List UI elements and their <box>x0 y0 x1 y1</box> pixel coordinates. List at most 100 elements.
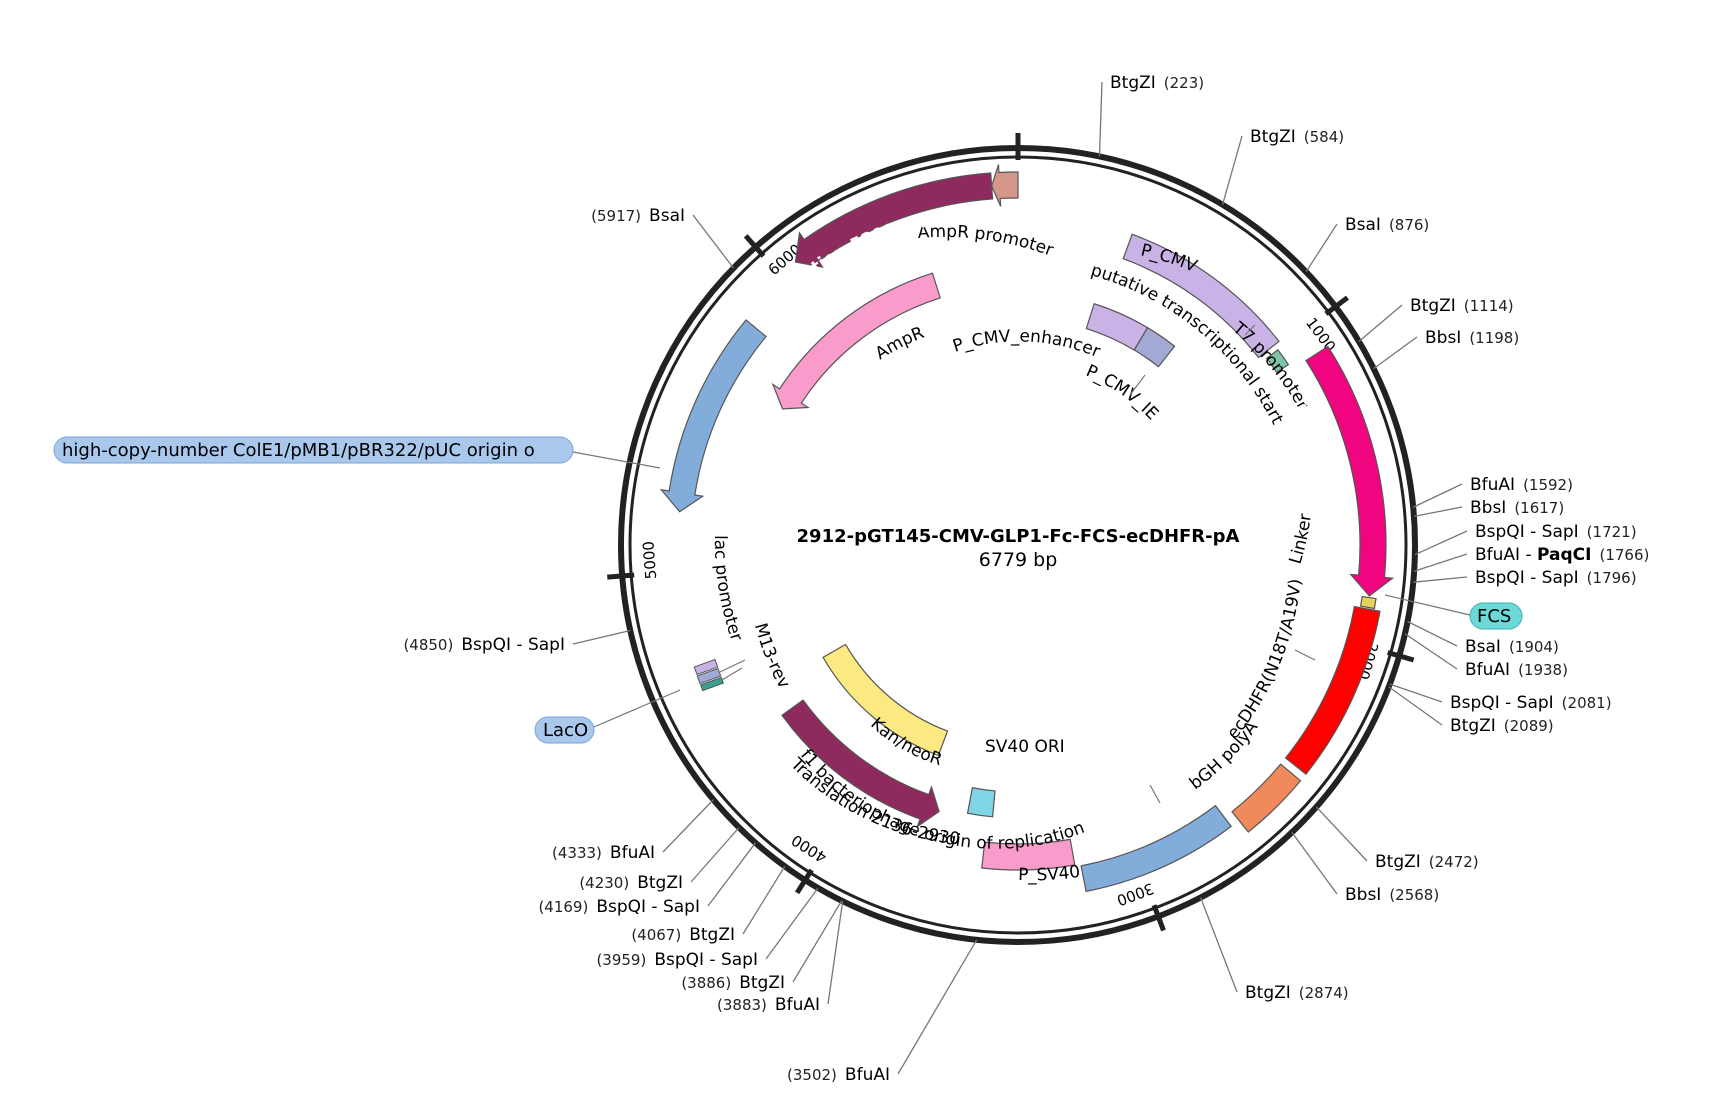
site-leader <box>1413 576 1468 583</box>
restriction-site-label[interactable]: BfuAI - PaqCI(1766) <box>1475 545 1649 565</box>
site-leader <box>1413 553 1468 572</box>
feature-arc <box>659 319 767 513</box>
site-leader <box>707 842 757 907</box>
site-leader <box>1404 633 1458 670</box>
site-leader <box>1315 806 1368 862</box>
t7-leader <box>1244 324 1256 336</box>
restriction-site-label[interactable]: BspQI - SapI(2081) <box>1450 693 1612 713</box>
site-leader <box>1098 81 1103 157</box>
feature-arc <box>1080 804 1233 893</box>
feature-arc <box>966 787 996 818</box>
feature-arc <box>771 272 941 410</box>
restriction-site-label[interactable]: BbsI(1198) <box>1425 328 1519 348</box>
site-leader <box>827 901 844 1005</box>
restriction-site-label[interactable]: (5917)BsaI <box>591 206 685 226</box>
feature-arc <box>1359 595 1377 610</box>
feature-arc <box>1122 233 1280 359</box>
tick-mark <box>795 868 814 895</box>
label-sv40-ori: SV40 ORI <box>985 737 1065 757</box>
m13-leader <box>719 659 746 673</box>
restriction-site-label[interactable]: BtgZI(584) <box>1250 127 1344 147</box>
restriction-site-label[interactable]: BbsI(1617) <box>1470 498 1564 518</box>
restriction-site-label[interactable]: (3883)BfuAI <box>717 995 820 1015</box>
feature-arc <box>1133 326 1176 368</box>
lac-promoter-leader <box>721 667 743 681</box>
feature-arc <box>1305 345 1395 597</box>
restriction-site-label[interactable]: BtgZI(2089) <box>1450 716 1554 736</box>
laco-tag[interactable]: LacO <box>534 689 681 744</box>
label-lac-promoter: lac promoter <box>710 535 746 644</box>
site-leader <box>1413 506 1463 518</box>
tick-mark <box>607 572 635 580</box>
ori-tag-text: high-copy-number ColE1/pMB1/pBR322/pUC o… <box>62 440 535 461</box>
feature-arc <box>794 172 994 269</box>
site-leader <box>690 827 740 883</box>
site-leader <box>742 865 786 935</box>
site-leader <box>792 900 843 983</box>
label-p-cmv-enhancer: P_CMV_enhancer <box>950 326 1102 362</box>
site-leader <box>572 629 631 645</box>
plasmid-title: 2912-pGT145-CMV-GLP1-Fc-FCS-ecDHFR-pA <box>797 526 1240 547</box>
site-leader <box>1389 683 1443 703</box>
restriction-site-label[interactable]: BtgZI(223) <box>1110 73 1204 93</box>
tss-leader <box>1129 374 1146 396</box>
site-leader-lines <box>572 81 1468 1075</box>
plasmid-length: 6779 bp <box>979 549 1058 571</box>
feature-arc <box>822 643 949 757</box>
feature-arc <box>1231 763 1302 833</box>
restriction-site-label[interactable]: (4230)BtgZI <box>579 873 683 893</box>
site-leader <box>1305 223 1338 273</box>
site-leader <box>1291 831 1338 895</box>
feature-arc <box>781 699 940 829</box>
restriction-site-label[interactable]: BsaI(876) <box>1345 215 1429 235</box>
feature-arc <box>1265 349 1290 374</box>
restriction-site-label[interactable]: BtgZI(1114) <box>1410 296 1514 316</box>
site-leader <box>1388 686 1443 726</box>
restriction-site-label[interactable]: (4169)BspQI - SapI <box>538 897 700 917</box>
restriction-site-label[interactable]: BtgZI(2874) <box>1245 983 1349 1003</box>
label-ecdhfr: ecDHFR(N18T/A19V) <box>1223 578 1306 743</box>
site-leader <box>1221 135 1243 205</box>
lac-markers <box>693 658 725 692</box>
restriction-site-label[interactable]: BfuAI(1592) <box>1470 475 1573 495</box>
tick-mark <box>1151 904 1166 932</box>
site-leader <box>1358 304 1403 342</box>
tick-label: 5000 <box>639 540 660 579</box>
feature-arcs <box>659 164 1395 893</box>
laco-tag-text: LacO <box>543 720 588 741</box>
tick-label: 3000 <box>1114 879 1156 909</box>
fcs-tag[interactable]: FCS <box>1384 594 1523 630</box>
site-leader <box>1414 530 1468 556</box>
restriction-site-label[interactable]: (4067)BtgZI <box>631 925 735 945</box>
restriction-site-label[interactable]: BtgZI(2472) <box>1375 852 1479 872</box>
site-leader <box>662 799 714 853</box>
site-leader <box>1199 897 1238 993</box>
restriction-site-label[interactable]: BsaI(1904) <box>1465 637 1559 657</box>
ori-tag[interactable]: high-copy-number ColE1/pMB1/pBR322/pUC o… <box>53 436 661 469</box>
restriction-site-label[interactable]: BspQI - SapI(1721) <box>1475 522 1637 542</box>
restriction-site-label[interactable]: (3959)BspQI - SapI <box>596 950 758 970</box>
label-m13-rev: M13-rev <box>750 621 794 692</box>
site-leader <box>1373 336 1418 370</box>
feature-arc <box>1284 605 1381 776</box>
tick-mark <box>1386 650 1415 663</box>
restriction-site-label[interactable]: (3502)BfuAI <box>787 1065 890 1085</box>
ecdhfr-leader <box>1294 649 1316 661</box>
site-leader <box>692 214 735 269</box>
site-leader <box>1412 483 1463 508</box>
fcs-tag-text: FCS <box>1477 606 1511 627</box>
restriction-site-label[interactable]: (4333)BfuAI <box>552 843 655 863</box>
restriction-site-label[interactable]: BspQI - SapI(1796) <box>1475 568 1637 588</box>
restriction-site-label[interactable]: (3886)BtgZI <box>681 973 785 993</box>
label-bgh-polya: bGH polyA <box>1186 717 1262 794</box>
label-p-cmv-ie: P_CMV_IE <box>1083 361 1162 424</box>
restriction-site-label[interactable]: BfuAI(1938) <box>1465 660 1568 680</box>
feature-arc <box>991 164 1019 207</box>
restriction-site-label[interactable]: (4850)BspQI - SapI <box>403 635 565 655</box>
label-ampr: AmpR <box>872 323 927 364</box>
label-p-sv40: P_SV40 <box>1018 862 1082 885</box>
label-linker: Linker <box>1286 512 1316 566</box>
restriction-site-label[interactable]: BbsI(2568) <box>1345 885 1439 905</box>
restriction-site-labels: BtgZI(223) BtgZI(584) BsaI(876) BtgZI(1114)… <box>403 73 1649 1085</box>
